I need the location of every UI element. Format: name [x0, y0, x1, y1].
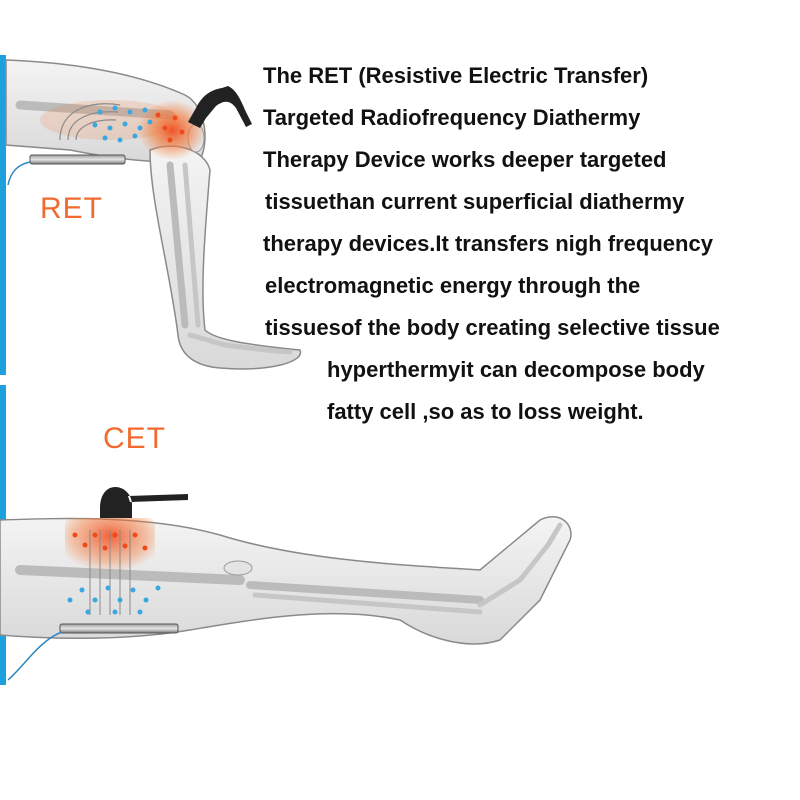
- ret-handpiece-icon: [188, 86, 252, 128]
- description-line: Therapy Device works deeper targeted: [263, 147, 667, 172]
- cet-handpiece-icon: [100, 486, 188, 518]
- ret-panel-bar: [0, 55, 6, 375]
- description-line: fatty cell ,so as to loss weight.: [327, 399, 644, 424]
- description-line: electromagnetic energy through the: [265, 273, 641, 298]
- description-line: therapy devices.It transfers nigh freque…: [263, 231, 713, 256]
- description-line: The RET (Resistive Electric Transfer): [263, 63, 649, 88]
- description-line: tissuesof the body creating selective ti…: [265, 315, 720, 340]
- description-line: Targeted Radiofrequency Diathermy: [263, 105, 641, 130]
- description-line: tissuethan current superficial diathermy: [265, 189, 685, 214]
- cet-label: CET: [103, 422, 166, 455]
- extended-leg-illustration: [0, 516, 572, 681]
- description-line: hyperthermyit can decompose body: [327, 357, 705, 382]
- ret-label: RET: [40, 192, 103, 225]
- bent-knee-illustration: [5, 59, 302, 370]
